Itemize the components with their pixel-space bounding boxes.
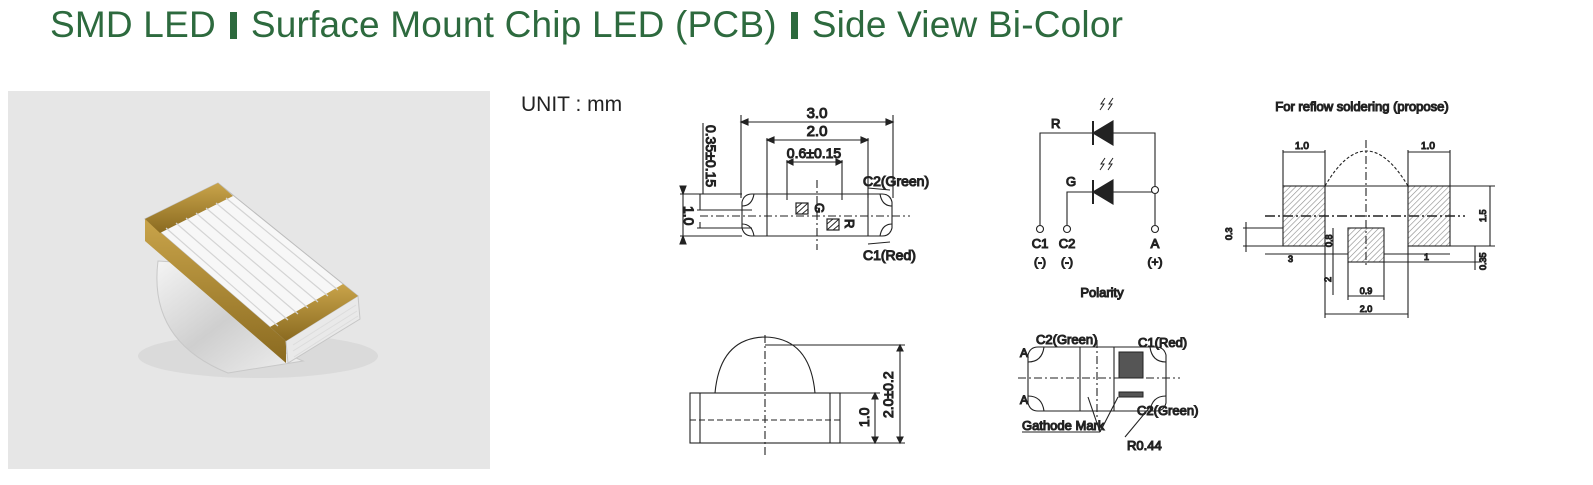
- polarity-caption: Polarity: [1080, 285, 1124, 300]
- reflow-dim-left: 1.0: [1295, 141, 1309, 152]
- pin-a-label: A: [1151, 236, 1160, 251]
- dim-side-height-total: 2.0±0.2: [880, 371, 896, 418]
- pin-c1-label: C1: [1032, 236, 1049, 251]
- unit-label: UNIT : mm: [521, 93, 623, 116]
- label-g: G: [812, 203, 827, 213]
- title-part-surface-mount: Surface Mount Chip LED (PCB): [250, 4, 777, 45]
- reflow-dim-03: 0.3: [1224, 227, 1234, 240]
- top-view-drawing: [679, 115, 910, 250]
- reflow-dim-08: 0.8: [1324, 234, 1334, 247]
- reflow-dim-right: 1.0: [1421, 141, 1435, 152]
- product-photo: [8, 91, 490, 469]
- bottom-label-a-top: A: [1020, 346, 1028, 360]
- polarity-circuit: [1035, 97, 1160, 234]
- dim-inner-length: 2.0: [807, 123, 828, 140]
- dim-side-offset: 0.35±0.15: [703, 125, 719, 187]
- reflow-dim-1: 1: [1424, 252, 1429, 262]
- reflow-dim-035: 0.35: [1478, 252, 1488, 270]
- dim-overall-length: 3.0: [807, 105, 828, 122]
- title-separator: [790, 12, 798, 39]
- label-r: R: [842, 219, 857, 228]
- radius-label: R0.44: [1127, 438, 1162, 453]
- reflow-dim-20: 2.0: [1360, 304, 1373, 314]
- dim-pad-gap: 0.6±0.15: [787, 145, 842, 161]
- side-view-drawing: [689, 335, 905, 455]
- bottom-view-drawing: [1018, 340, 1180, 438]
- title-part-smd-led: SMD LED: [50, 4, 216, 45]
- pin-c2-sign: (-): [1061, 255, 1073, 269]
- polarity-label-r: R: [1051, 116, 1060, 131]
- reflow-dim-09: 0.9: [1360, 286, 1373, 296]
- page-title: SMD LED Surface Mount Chip LED (PCB) Side …: [50, 4, 1123, 46]
- bottom-label-c2-green-side: C2(Green): [1137, 403, 1198, 418]
- cathode-mark-label: Gathode Mark: [1022, 418, 1105, 433]
- led-photo-illustration: [138, 182, 378, 378]
- reflow-title: For reflow soldering (propose): [1275, 99, 1448, 114]
- label-c2-green: C2(Green): [863, 173, 929, 189]
- reflow-dim-2: 2: [1323, 277, 1333, 282]
- label-c1-red: C1(Red): [863, 247, 916, 263]
- polarity-label-g: G: [1066, 174, 1076, 189]
- title-part-side-view: Side View Bi-Color: [811, 4, 1124, 45]
- bottom-label-a-bottom: A: [1020, 393, 1028, 407]
- bottom-label-c2-green: C2(Green): [1036, 332, 1097, 347]
- pin-a-sign: (+): [1148, 255, 1163, 269]
- dim-height-top-view: 1.0: [681, 206, 697, 226]
- dim-side-height-small: 1.0: [856, 407, 872, 427]
- reflow-pad-drawing: [1243, 140, 1495, 318]
- title-separator: [229, 12, 237, 39]
- reflow-dim-15: 1.5: [1478, 209, 1488, 222]
- bottom-label-c1-red: C1(Red): [1138, 335, 1187, 350]
- pin-c1-sign: (-): [1034, 255, 1046, 269]
- reflow-dim-3: 3: [1288, 254, 1293, 264]
- pin-c2-label: C2: [1059, 236, 1076, 251]
